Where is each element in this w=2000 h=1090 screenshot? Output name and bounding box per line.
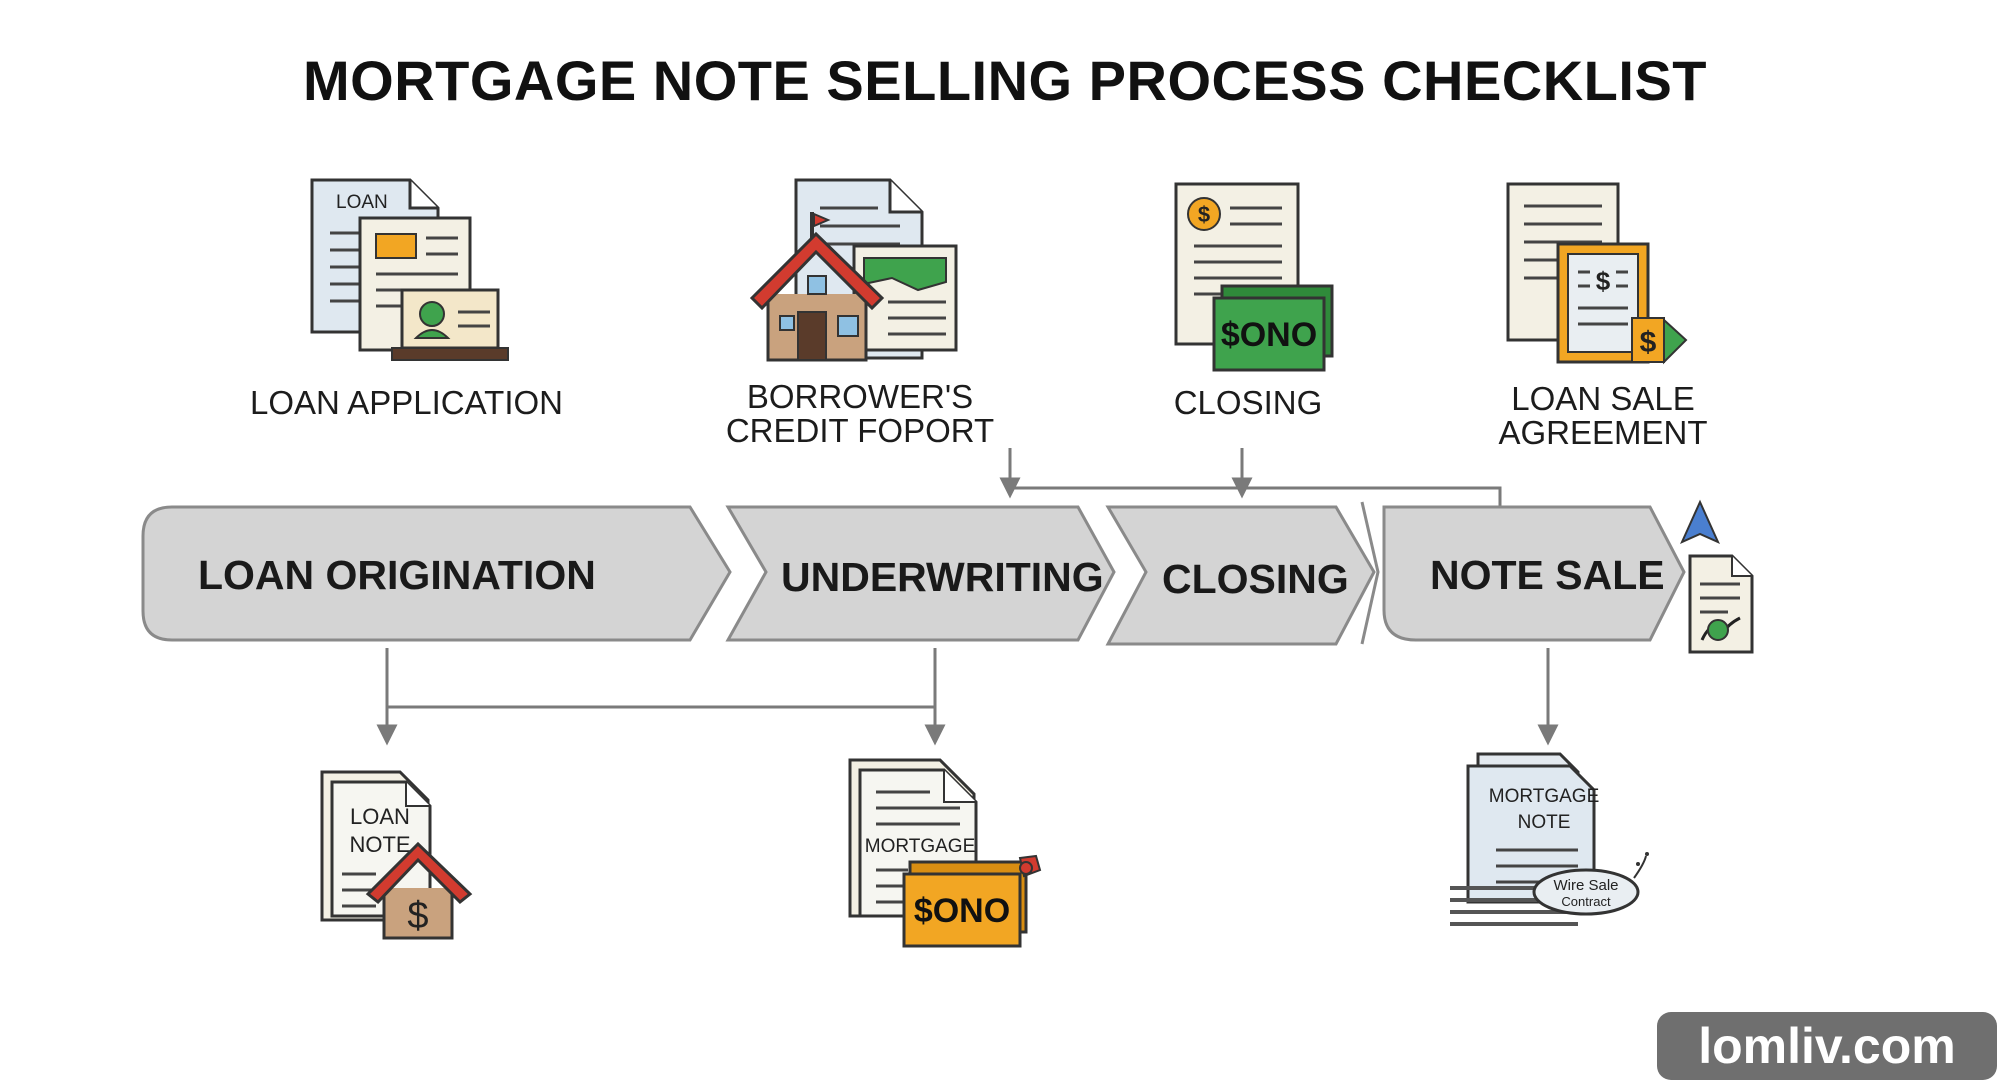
stage-underwriting: UNDERWRITING <box>781 554 1104 600</box>
loan-note-line2: NOTE <box>349 832 410 857</box>
caption-borrowers-line2: CREDIT FOPORT <box>725 412 995 449</box>
loan-doc-text: LOAN <box>336 192 388 213</box>
caption-loan-sale-line1: LOAN SALE <box>1511 380 1695 417</box>
mortgage-note-wire-sale-icon: MORTGAGE NOTE Wire Sale Contract <box>1450 752 1649 926</box>
caption-loan-application: LOAN APPLICATION <box>250 384 563 421</box>
mortgage-note-line1: MORTGAGE <box>1489 786 1600 807</box>
chevron-closing <box>1105 505 1376 646</box>
closing-documents-and-cash-icon: $ $ONO <box>1174 182 1334 372</box>
signed-document-icon <box>1680 499 1754 654</box>
loan-application-documents-icon: LOAN <box>310 178 509 361</box>
caption-closing: CLOSING <box>1173 384 1323 421</box>
caption-borrowers-credit-report: BORROWER'S CREDIT FOPORT <box>720 380 1000 448</box>
loan-note-line1: LOAN <box>350 804 410 829</box>
cash-text-top: $ONO <box>1221 316 1317 354</box>
stage-chevrons <box>141 501 1686 646</box>
mortgage-and-cash-icon: MORTGAGE $ONO <box>848 758 1042 948</box>
loan-note-house-icon: LOAN NOTE $ <box>320 770 473 940</box>
chevron-underwriting <box>725 505 1116 642</box>
stage-closing: CLOSING <box>1162 556 1349 602</box>
loan-sale-agreement-icon: $ $ <box>1506 182 1688 365</box>
svg-text:$: $ <box>1596 266 1611 296</box>
svg-text:$: $ <box>1640 326 1657 359</box>
caption-loan-sale-agreement: LOAN SALE AGREEMENT <box>1488 382 1718 450</box>
caption-loan-sale-line2: AGREEMENT <box>1498 414 1708 451</box>
cash-text-bottom: $ONO <box>914 892 1010 930</box>
mortgage-doc-text: MORTGAGE <box>865 836 976 857</box>
wire-sale-line1: Wire Sale <box>1553 877 1618 894</box>
wire-sale-line2: Contract <box>1561 894 1611 909</box>
caption-borrowers-line1: BORROWER'S <box>746 378 974 415</box>
house-and-credit-report-icon <box>749 178 958 362</box>
svg-text:$: $ <box>407 895 428 937</box>
stage-loan-origination: LOAN ORIGINATION <box>198 552 596 598</box>
svg-text:$: $ <box>1198 202 1210 227</box>
mortgage-note-line2: NOTE <box>1518 812 1571 833</box>
watermark: lomliv.com <box>1657 1012 1997 1080</box>
page-title: MORTGAGE NOTE SELLING PROCESS CHECKLIST <box>302 49 1708 112</box>
chevron-note-sale <box>1382 505 1686 642</box>
chevron-loan-origination <box>141 505 732 642</box>
stage-note-sale: NOTE SALE <box>1430 552 1665 598</box>
